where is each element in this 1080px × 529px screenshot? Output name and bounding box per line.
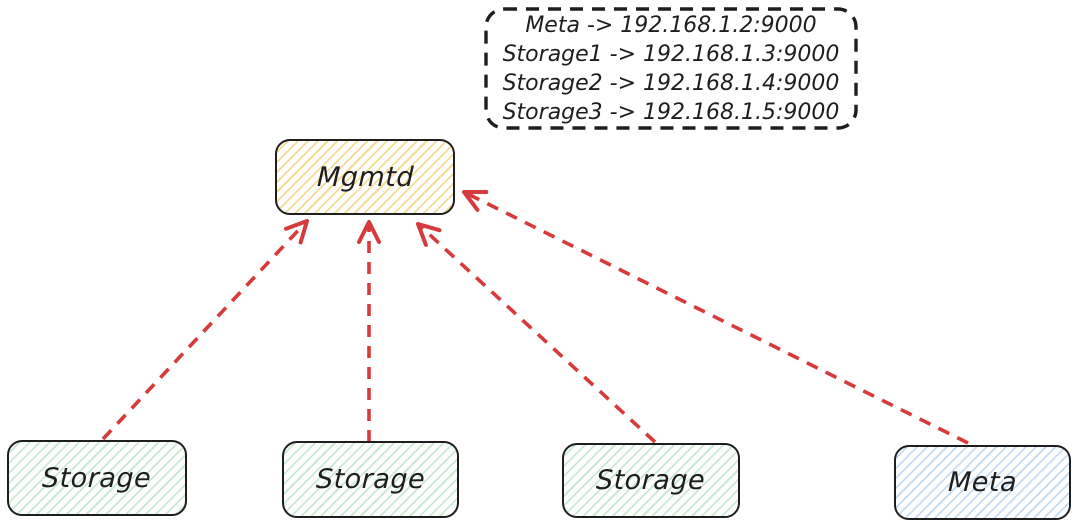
node-mgmtd: Mgmtd [275,139,455,215]
arrow-storage1-to-mgmtd [101,219,309,441]
legend-line: Storage1 -> 192.168.1.3:9000 [502,41,840,67]
legend-line: Storage3 -> 192.168.1.5:9000 [502,99,840,125]
node-storage-1: Storage [7,440,187,516]
arrow-meta-to-mgmtd [462,189,969,445]
address-mapping-box: Meta -> 192.168.1.2:9000 Storage1 -> 192… [486,9,856,128]
node-meta: Meta [894,445,1071,520]
arrow-storage3-to-mgmtd [416,222,657,444]
node-storage-2-label: Storage [315,464,426,495]
node-storage-3: Storage [562,443,740,518]
node-storage-1-label: Storage [41,462,153,494]
node-meta-label: Meta [947,467,1018,498]
node-storage-2: Storage [282,441,459,518]
node-storage-3-label: Storage [595,465,707,496]
legend-line: Meta -> 192.168.1.2:9000 [525,12,817,38]
node-mgmtd-label: Mgmtd [315,161,415,193]
legend-line: Storage2 -> 192.168.1.4:9000 [502,70,840,96]
